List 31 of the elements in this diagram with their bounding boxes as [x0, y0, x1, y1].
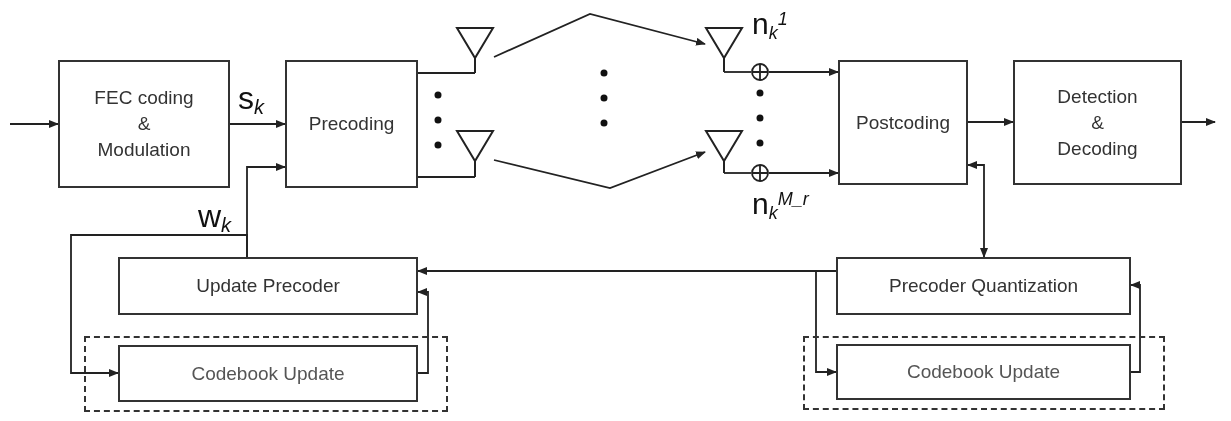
- connector-arrow: [967, 161, 988, 258]
- edge-label: s$_{k}$: [238, 79, 264, 118]
- connector-arrow: [70, 234, 248, 377]
- connector-arrow: [1181, 118, 1216, 126]
- process-box: [836, 257, 1131, 315]
- connector-arrow: [417, 288, 429, 374]
- box-label: Precoder Quantization: [888, 274, 1079, 298]
- connector-arrow: [815, 270, 837, 376]
- connector-arrow: [9, 120, 59, 128]
- box-label: Detection & Decoding: [1056, 84, 1139, 161]
- process-box: [285, 60, 418, 188]
- box-label: FEC coding & Modulation: [93, 86, 195, 162]
- connector-arrow: [493, 13, 706, 58]
- process-box: [118, 257, 418, 315]
- box-label: Codebook Update: [191, 361, 345, 386]
- connector-arrow: [229, 120, 286, 128]
- connector-arrow: [967, 118, 1014, 126]
- box-label: Codebook Update: [906, 360, 1061, 384]
- box-label: Update Precoder: [196, 274, 340, 298]
- connector-arrow: [768, 169, 839, 177]
- edge-label: w$_{k}$: [198, 197, 232, 236]
- process-box: [836, 344, 1131, 400]
- box-label: Precoding: [308, 112, 395, 136]
- process-box: [58, 60, 230, 188]
- connector-arrow: [1130, 281, 1141, 373]
- connector-arrow: [768, 68, 839, 76]
- process-box: [1013, 60, 1182, 185]
- process-box: [838, 60, 968, 185]
- box-label: Postcoding: [856, 110, 950, 135]
- connector-arrow: [493, 151, 706, 189]
- process-box: [118, 345, 418, 402]
